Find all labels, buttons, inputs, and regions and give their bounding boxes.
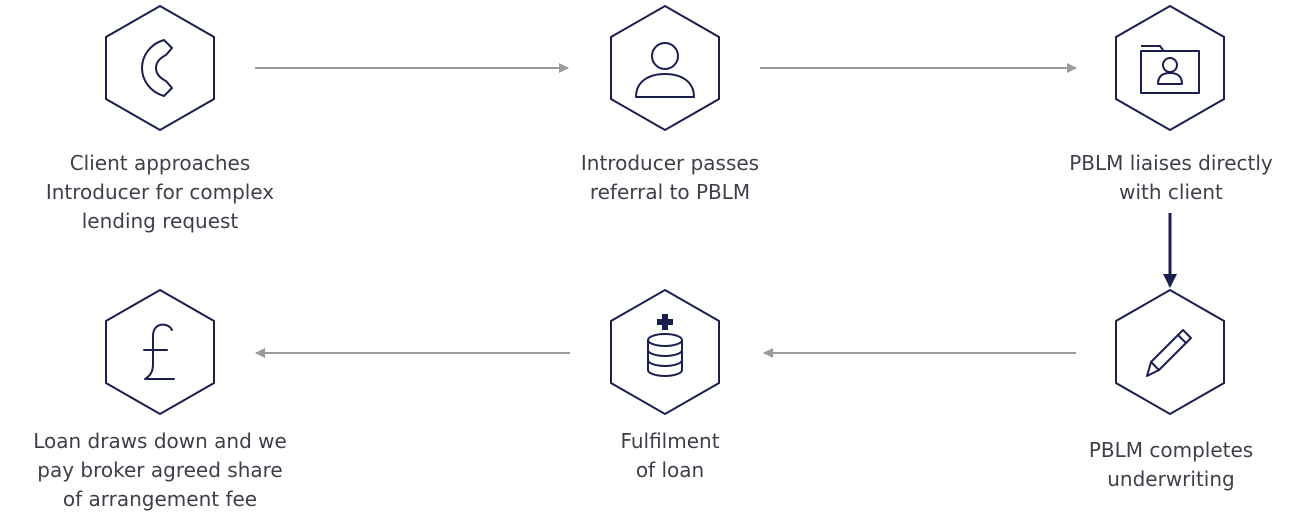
hexagon-frame: [610, 4, 720, 132]
step-3-node: [1115, 4, 1225, 132]
step-4-node: [105, 288, 215, 416]
step-2-node: [610, 4, 720, 132]
step-1-label: Client approaches Introducer for complex…: [45, 151, 275, 233]
step-2-label: Introducer passes referral to PBLM: [580, 151, 760, 204]
step-3-label: PBLM liaises directly with client: [1069, 151, 1273, 204]
person-icon: [635, 42, 695, 98]
step-5-label: Fulfilment of loan: [620, 429, 720, 482]
step-4-label: Loan draws down and we pay broker agreed…: [33, 429, 287, 511]
step-5-node: [610, 288, 720, 416]
hexagon-frame: [105, 288, 215, 416]
pencil-icon: [1146, 329, 1192, 377]
telephone-handset-icon: [141, 39, 173, 97]
hexagon-frame: [105, 4, 215, 132]
hexagon-frame: [610, 288, 720, 416]
step-6-label: PBLM completes underwriting: [1088, 438, 1254, 491]
hexagon-frame: [1115, 288, 1225, 416]
step-6-node: [1115, 288, 1225, 416]
coin-stack-plus-icon: [647, 314, 683, 377]
pound-sign-icon: [143, 323, 175, 380]
hexagon-frame: [1115, 4, 1225, 132]
step-1-node: [105, 4, 215, 132]
folder-profile-icon: [1140, 45, 1200, 94]
